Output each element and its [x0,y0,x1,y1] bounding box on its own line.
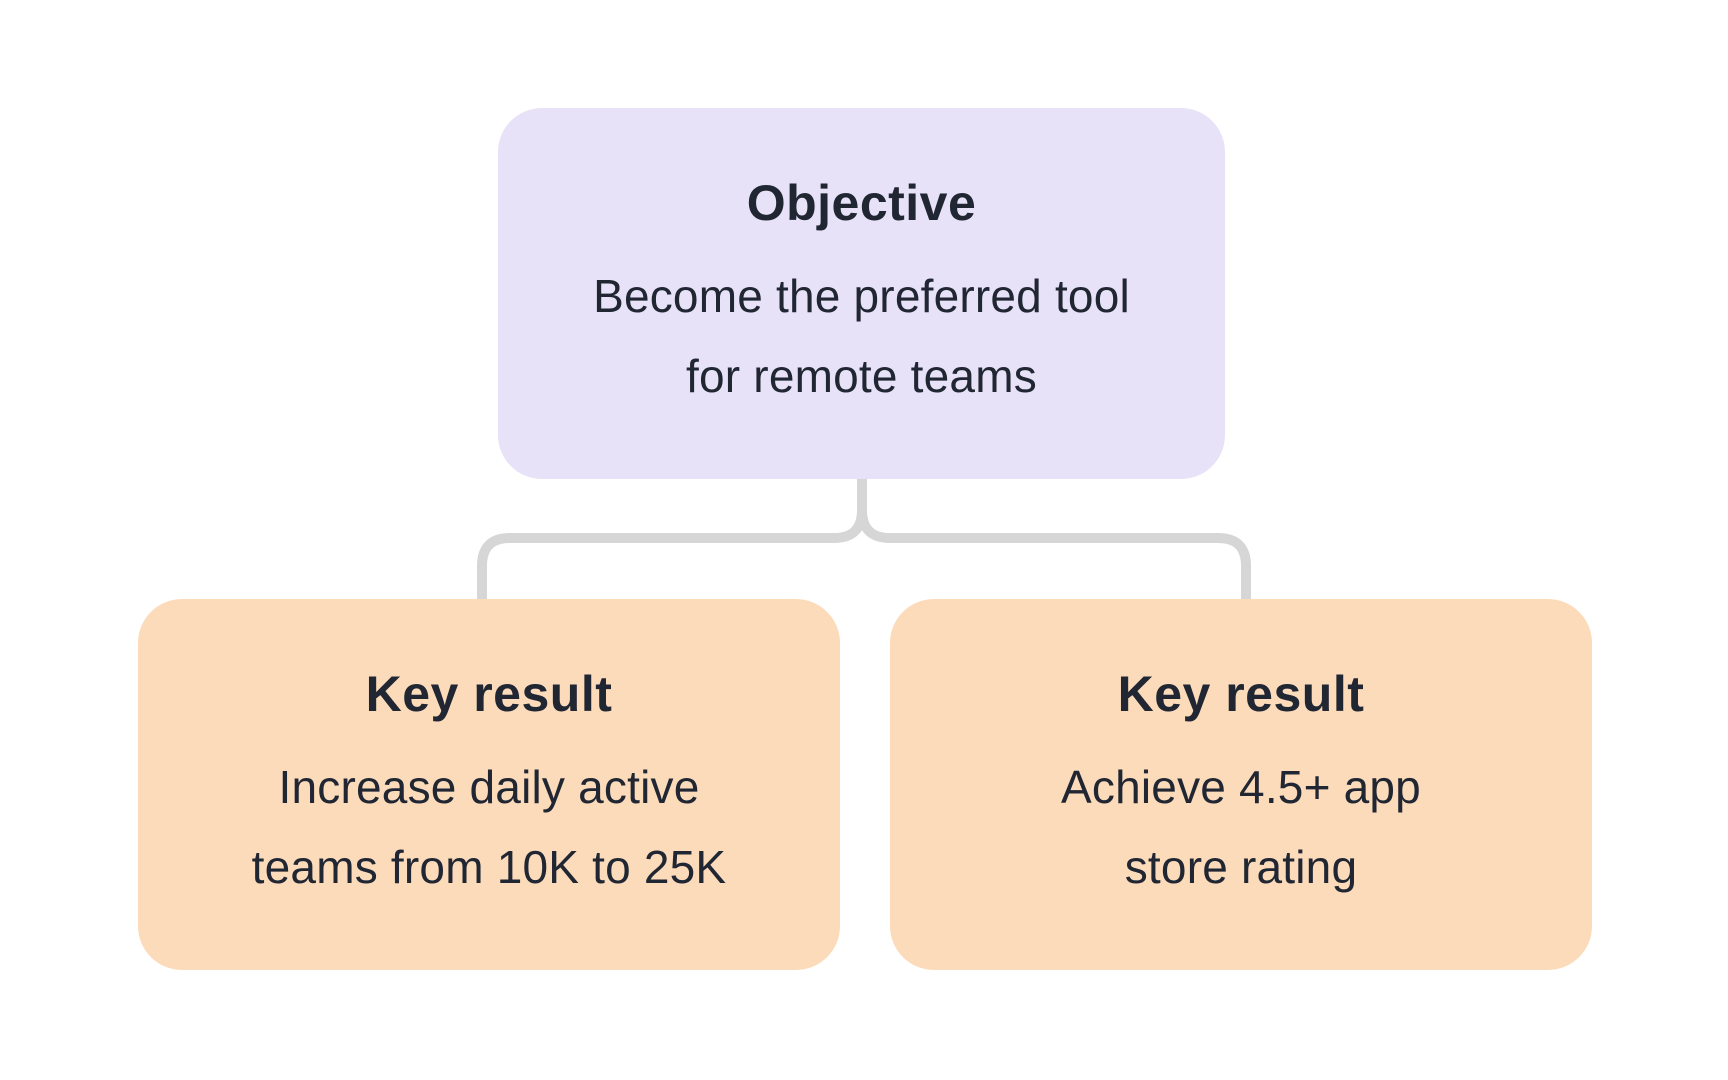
objective-title: Objective [746,174,977,231]
key-result-node-2: Key result Achieve 4.5+ app store rating [890,599,1592,970]
key-result-2-description-line-1: Achieve 4.5+ app [1061,760,1421,813]
key-result-1-description-line-1: Increase daily active [278,760,700,813]
objective-description-line-1: Become the preferred tool [593,269,1130,322]
key-result-1-description-line-2: teams from 10K to 25K [251,840,727,893]
key-result-node-1: Key result Increase daily active teams f… [138,599,840,970]
key-result-2-description: Achieve 4.5+ app store rating [1061,747,1421,907]
connector-left-branch [477,477,867,604]
connector-right-branch [857,477,1251,604]
objective-description-line-2: for remote teams [686,349,1037,402]
key-result-2-title: Key result [1117,665,1365,722]
objective-node: Objective Become the preferred tool for … [498,108,1225,479]
key-result-2-description-line-2: store rating [1124,840,1358,893]
key-result-1-description: Increase daily active teams from 10K to … [252,747,727,907]
key-result-1-title: Key result [365,665,613,722]
objective-description: Become the preferred tool for remote tea… [593,256,1130,416]
